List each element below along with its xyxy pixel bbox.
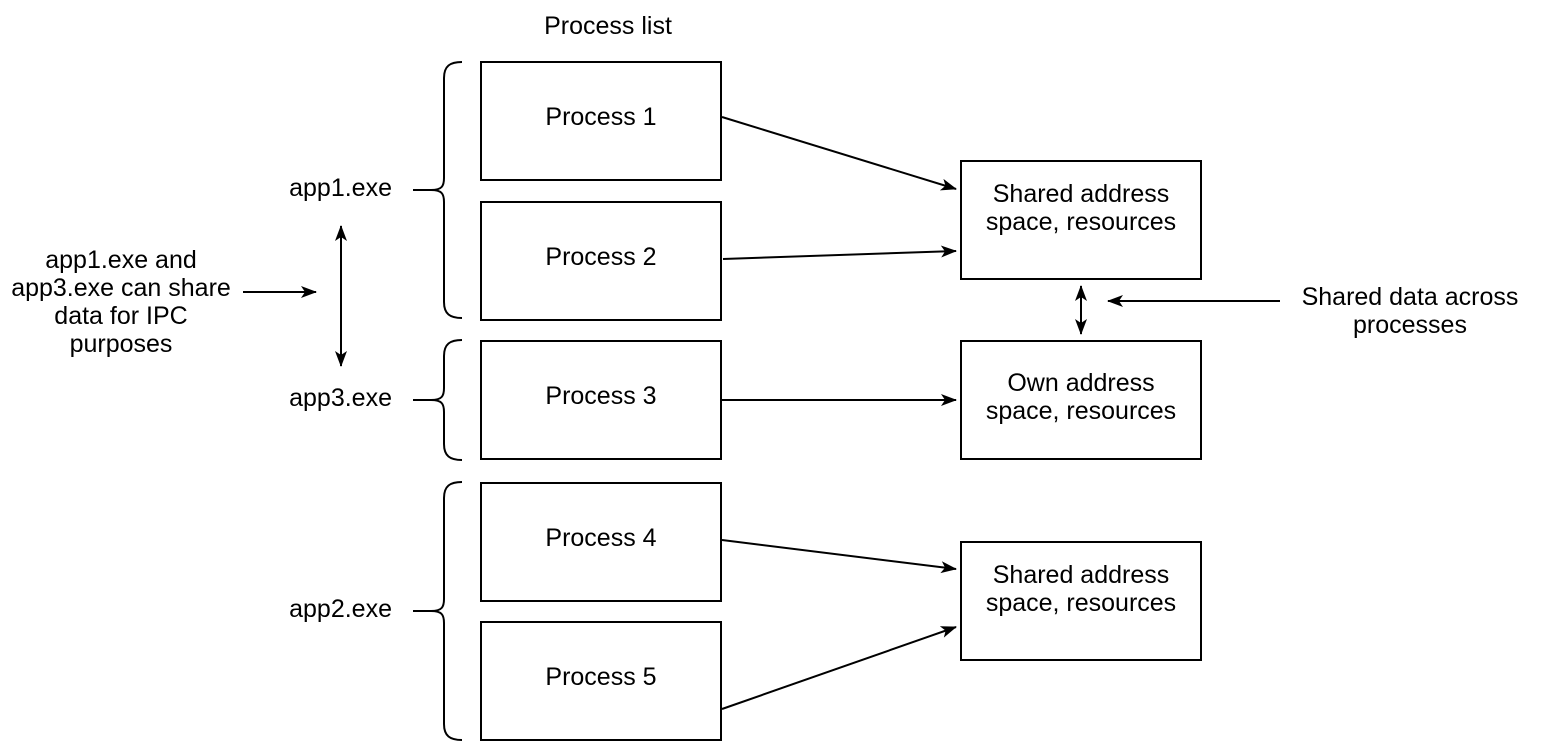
process-5-box: Process 5 bbox=[480, 621, 722, 741]
brace-app1 bbox=[413, 61, 463, 319]
shared-data-annotation: Shared data across processes bbox=[1301, 283, 1519, 339]
process-1-box: Process 1 bbox=[480, 61, 722, 181]
process-3-box: Process 3 bbox=[480, 340, 722, 460]
process-5-label: Process 5 bbox=[545, 663, 657, 691]
process-2-box: Process 2 bbox=[480, 201, 722, 321]
brace-app3 bbox=[413, 339, 463, 461]
own-address-box: Own address space, resources bbox=[960, 340, 1202, 460]
brace-app2 bbox=[413, 481, 463, 741]
shared-address-box-top-label: Shared address space, resources bbox=[985, 180, 1177, 236]
app3-exe-label: app3.exe bbox=[289, 384, 392, 412]
process-list-title: Process list bbox=[544, 12, 672, 40]
arrow-process5-to-shared bbox=[721, 626, 957, 710]
shared-address-box-bottom-label: Shared address space, resources bbox=[985, 561, 1177, 617]
process-4-box: Process 4 bbox=[480, 482, 722, 602]
shared-address-box-top: Shared address space, resources bbox=[960, 160, 1202, 280]
process-1-label: Process 1 bbox=[545, 103, 657, 131]
app1-exe-label: app1.exe bbox=[289, 174, 392, 202]
arrow-process1-to-shared bbox=[721, 116, 957, 191]
ipc-annotation: app1.exe and app3.exe can share data for… bbox=[11, 246, 231, 358]
process-2-label: Process 2 bbox=[545, 243, 657, 271]
arrow-process2-to-shared bbox=[722, 245, 957, 260]
shared-address-box-bottom: Shared address space, resources bbox=[960, 541, 1202, 661]
app2-exe-label: app2.exe bbox=[289, 595, 392, 623]
arrow-process4-to-shared bbox=[721, 539, 957, 574]
process-3-label: Process 3 bbox=[545, 382, 657, 410]
process-4-label: Process 4 bbox=[545, 524, 657, 552]
own-address-box-label: Own address space, resources bbox=[985, 369, 1177, 425]
